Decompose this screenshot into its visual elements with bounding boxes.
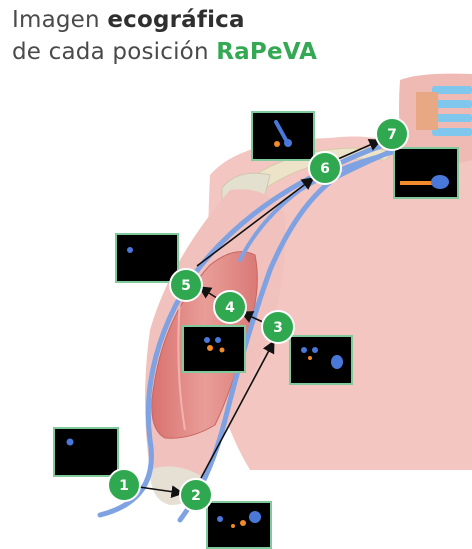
- ultrasound-image-6: [252, 112, 314, 160]
- node-4-label: 4: [225, 300, 235, 316]
- node-2-label: 2: [191, 488, 201, 504]
- ultrasound-image-2: [207, 502, 271, 548]
- node-1: 1: [108, 469, 140, 501]
- node-3-label: 3: [273, 320, 283, 336]
- node-4: 4: [214, 291, 246, 323]
- node-5-label: 5: [181, 278, 191, 294]
- node-6: 6: [309, 152, 341, 184]
- node-5: 5: [170, 269, 202, 301]
- thyroid: [416, 92, 438, 130]
- ultrasound-image-3: [290, 336, 352, 384]
- ultrasound-image-1: [54, 428, 118, 476]
- node-7: 7: [376, 118, 408, 150]
- ultrasound-image-4: [183, 326, 245, 372]
- ultrasound-image-7: [394, 148, 458, 198]
- ultrasound-image-5: [116, 234, 178, 282]
- node-2: 2: [180, 479, 212, 511]
- node-1-label: 1: [119, 478, 129, 494]
- node-6-label: 6: [320, 161, 330, 177]
- node-3: 3: [262, 311, 294, 343]
- node-7-label: 7: [387, 127, 397, 143]
